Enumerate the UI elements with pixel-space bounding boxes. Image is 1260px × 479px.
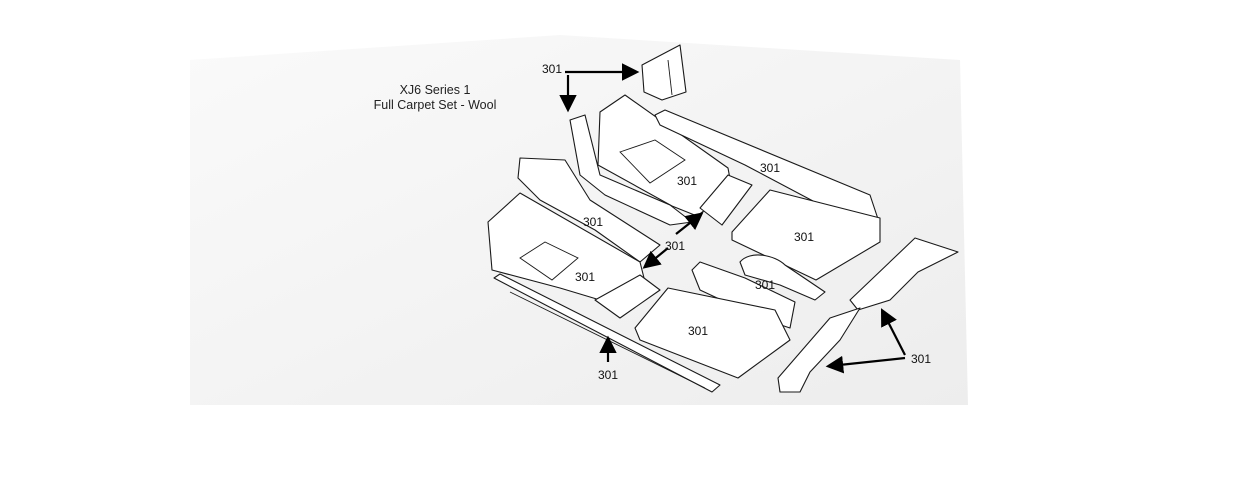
label-301-tunnel: 301 <box>665 239 685 253</box>
top-trim-piece <box>641 44 687 101</box>
label-301-right-strip: 301 <box>760 161 780 175</box>
callout-arrows <box>559 63 906 374</box>
label-301-top: 301 <box>542 62 562 76</box>
label-301-rear-floor: 301 <box>794 230 814 244</box>
label-301-front-footwell: 301 <box>575 270 595 284</box>
diagram-title: XJ6 Series 1 Full Carpet Set - Wool <box>350 83 520 113</box>
front-floor-panel <box>634 287 791 379</box>
title-line-1: XJ6 Series 1 <box>399 83 471 97</box>
label-301-bulkhead: 301 <box>911 352 931 366</box>
front-tunnel-strip <box>594 274 661 319</box>
label-301-sill: 301 <box>598 368 618 382</box>
title-line-2: Full Carpet Set - Wool <box>373 98 497 112</box>
label-301-front-floor: 301 <box>688 324 708 338</box>
label-301-rear-footwell: 301 <box>677 174 697 188</box>
label-301-left-wedge: 301 <box>583 215 603 229</box>
right-bulkhead-piece <box>777 237 959 393</box>
label-301-tunnel-cover: 301 <box>755 278 775 292</box>
center-tunnel-riser <box>699 174 753 226</box>
